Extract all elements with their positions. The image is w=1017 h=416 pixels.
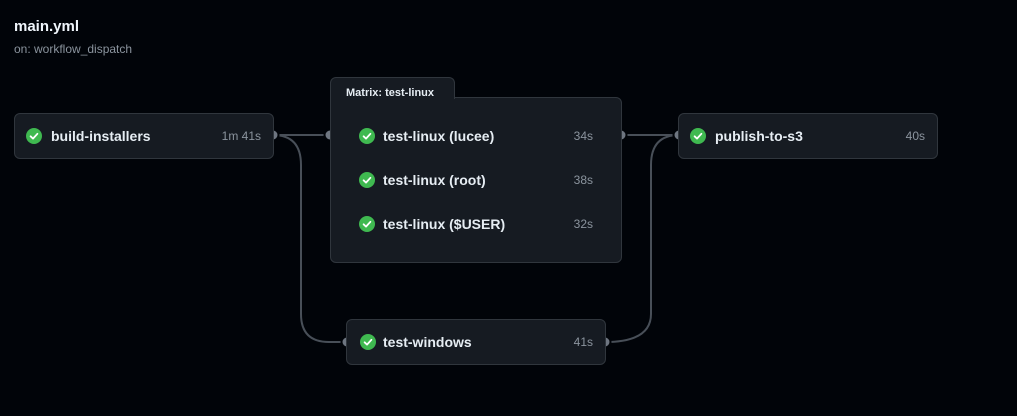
check-circle-icon [359, 128, 375, 144]
edge-build-to-windows [272, 134, 347, 343]
job-name: build-installers [51, 128, 151, 144]
check-circle-icon [360, 334, 376, 350]
matrix-job-row[interactable]: test-linux (root) 38s [331, 160, 621, 200]
job-duration: 34s [573, 129, 593, 143]
matrix-label: Matrix: test-linux [330, 77, 455, 99]
workflow-title[interactable]: main.yml [14, 18, 80, 35]
job-duration: 32s [573, 217, 593, 231]
job-publish-to-s3[interactable]: publish-to-s3 40s [678, 113, 938, 159]
job-duration: 41s [573, 335, 593, 349]
matrix-job-row[interactable]: test-linux ($USER) 32s [331, 204, 621, 244]
job-name: test-linux (lucee) [383, 128, 495, 144]
job-duration: 40s [905, 129, 925, 143]
workflow-trigger: on: workflow_dispatch [14, 42, 133, 56]
check-circle-icon [359, 172, 375, 188]
job-name: test-linux ($USER) [383, 216, 506, 232]
matrix-job-row[interactable]: test-linux (lucee) 34s [331, 116, 621, 156]
matrix-group [330, 97, 622, 263]
job-duration: 38s [573, 173, 593, 187]
job-duration: 1m 41s [221, 129, 261, 143]
job-name: test-windows [383, 334, 472, 350]
check-circle-icon [359, 216, 375, 232]
job-build-installers[interactable]: build-installers 1m 41s [14, 113, 274, 159]
check-circle-icon [690, 128, 706, 144]
job-name: test-linux (root) [383, 172, 486, 188]
matrix-label-text: Matrix: test-linux [346, 87, 435, 99]
job-test-windows[interactable]: test-windows 41s [346, 319, 606, 365]
edge-windows-to-publish [604, 134, 680, 343]
matrix-tab-joiner [331, 97, 454, 99]
check-circle-icon [26, 128, 42, 144]
job-name: publish-to-s3 [715, 128, 803, 144]
